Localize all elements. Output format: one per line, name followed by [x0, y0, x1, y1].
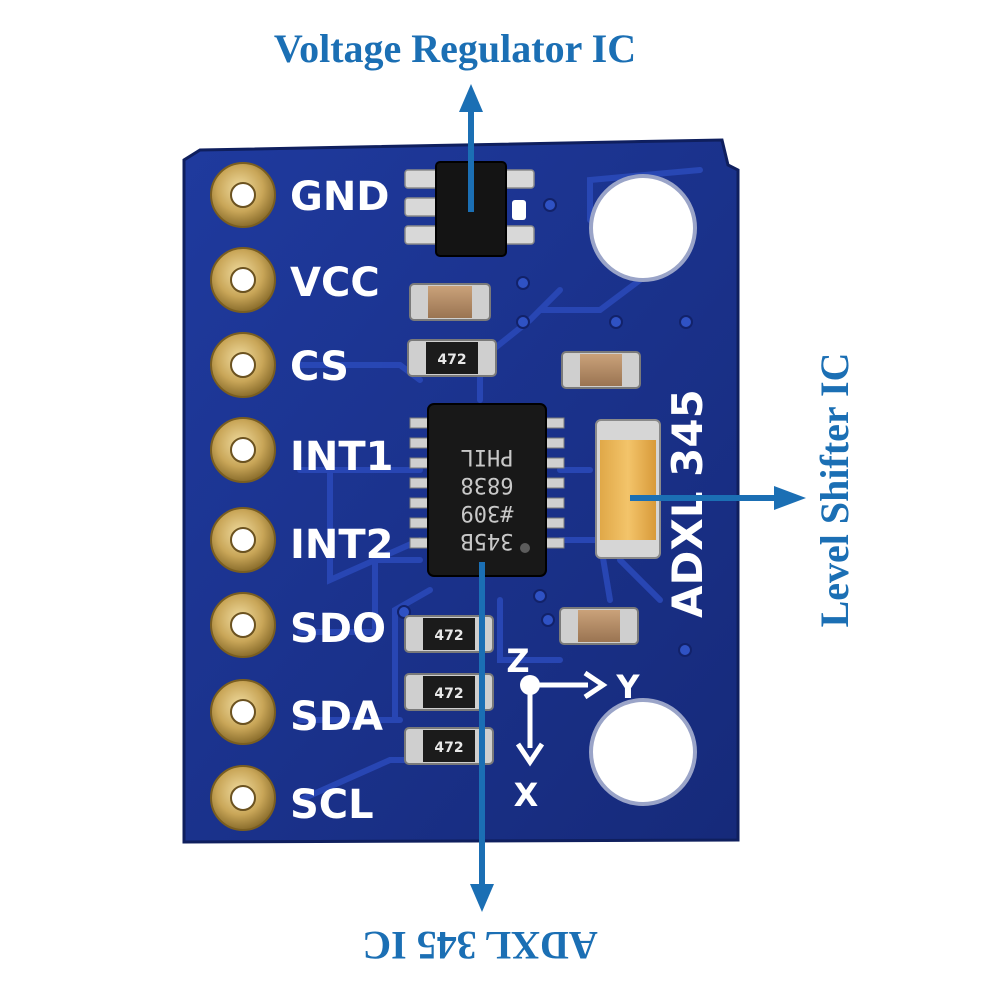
pin-cs: CS [210, 332, 349, 398]
level-shifter-component [595, 419, 661, 559]
adxl345-chip: 345B #309 6838 PHIL [409, 403, 565, 577]
resistor-code-1: 472 [437, 352, 466, 368]
chip-marking-line-4: PHIL [461, 444, 514, 469]
pin-int2: INT2 [210, 507, 393, 573]
pin-vcc: VCC [210, 247, 380, 313]
pin-header: GND VCC CS INT1 INT2 SDO [210, 162, 393, 831]
smd-resistor-cs: 472 [407, 339, 497, 377]
pin-label-int2: INT2 [290, 522, 393, 568]
smd-capacitor-right-top [561, 351, 641, 389]
pin-label-scl: SCL [290, 782, 374, 828]
resistor-code-3: 472 [434, 686, 463, 702]
resistor-code-2: 472 [434, 628, 463, 644]
pin-label-int1: INT1 [290, 434, 393, 480]
smd-resistor-sdo: 472 [404, 615, 494, 653]
callout-adxl-ic: ADXL 345 IC [362, 923, 598, 968]
arrow-voltage-regulator [459, 84, 483, 212]
resistor-code-4: 472 [434, 740, 463, 756]
callout-voltage-regulator: Voltage Regulator IC [274, 26, 636, 71]
axis-label-x: X [514, 776, 539, 814]
axis-label-y: Y [615, 668, 640, 706]
pin-label-vcc: VCC [290, 260, 380, 306]
arrow-level-shifter [630, 486, 806, 510]
pin-label-sda: SDA [290, 694, 383, 740]
board-name-silkscreen: ADXL 345 [663, 389, 712, 618]
pin-scl: SCL [210, 765, 374, 831]
pin-sda: SDA [210, 679, 383, 745]
smd-capacitor-top [409, 283, 491, 321]
smd-resistor-sda: 472 [404, 673, 494, 711]
axis-label-z: Z [506, 642, 529, 680]
callout-level-shifter: Level Shifter IC [812, 353, 857, 628]
smd-capacitor-right-bottom [559, 607, 639, 645]
mounting-hole-top [589, 174, 697, 282]
pin-label-sdo: SDO [290, 606, 386, 652]
pin-sdo: SDO [210, 592, 386, 658]
arrow-adxl-ic [470, 562, 494, 912]
chip-marking-line-1: 345B [461, 528, 514, 553]
pin-label-gnd: GND [290, 174, 390, 220]
smd-resistor-scl: 472 [404, 727, 494, 765]
chip-marking-line-2: #309 [461, 500, 514, 525]
mounting-hole-bottom [589, 698, 697, 806]
pin-int1: INT1 [210, 417, 393, 483]
axis-indicator: Z Y X [506, 642, 640, 814]
chip-marking-line-3: 6838 [461, 472, 514, 497]
pin-label-cs: CS [290, 344, 349, 390]
pin-gnd: GND [210, 162, 390, 228]
